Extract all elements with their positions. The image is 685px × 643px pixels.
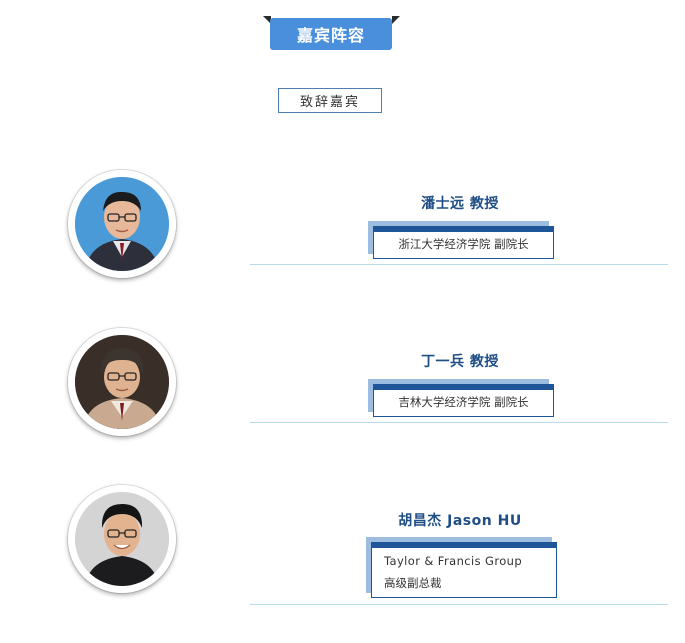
row-divider-1 <box>250 264 668 265</box>
section-title-tab: 嘉宾阵容 <box>263 16 400 50</box>
row-divider-2 <box>250 422 668 423</box>
speaker-photo-1 <box>68 170 176 278</box>
title-ribbon-right-fold <box>392 16 400 24</box>
affiliation-card-3: Taylor & Francis Group 高级副总裁 <box>371 542 557 598</box>
title-ribbon-left-fold <box>263 16 271 24</box>
speaker-photo-2 <box>68 328 176 436</box>
speaker-name-1: 潘士远 教授 <box>421 196 499 212</box>
speaker-portrait-3 <box>75 492 169 586</box>
affiliation-line: 浙江大学经济学院 副院长 <box>398 237 529 251</box>
speaker-name-2: 丁一兵 教授 <box>421 354 499 370</box>
subheading-label: 致辞嘉宾 <box>278 88 382 113</box>
affiliation-card-2: 吉林大学经济学院 副院长 <box>373 384 554 417</box>
row-divider-3 <box>250 604 668 605</box>
affiliation-line: Taylor & Francis Group <box>384 554 523 568</box>
speaker-photo-3 <box>68 485 176 593</box>
speaker-portrait-2 <box>75 335 169 429</box>
section-title: 嘉宾阵容 <box>270 18 392 50</box>
speaker-portrait-1 <box>75 177 169 271</box>
affiliation-line: 吉林大学经济学院 副院长 <box>398 395 529 409</box>
affiliation-line: 高级副总裁 <box>384 576 442 590</box>
speaker-name-3: 胡昌杰 Jason HU <box>398 513 522 529</box>
affiliation-card-1: 浙江大学经济学院 副院长 <box>373 226 554 259</box>
